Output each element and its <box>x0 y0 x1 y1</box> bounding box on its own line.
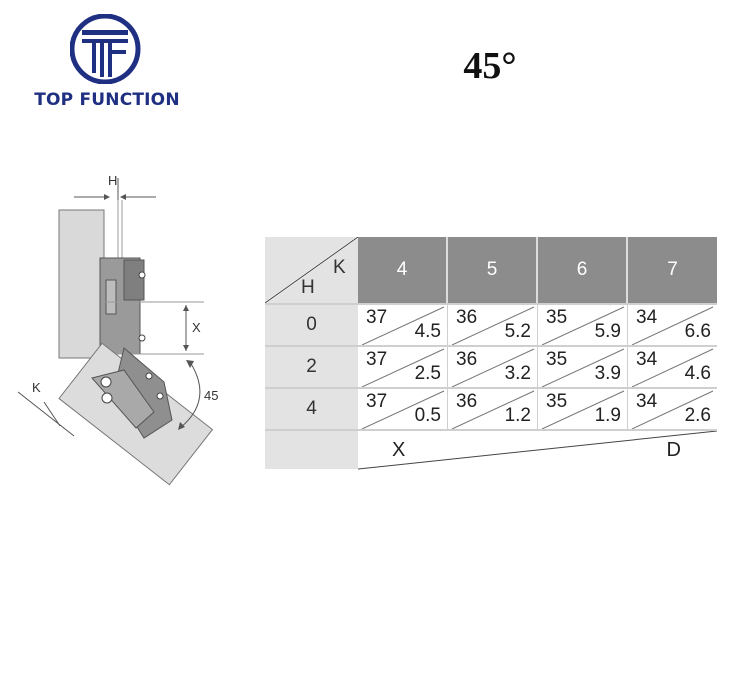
table-cell: 34 2.6 <box>628 387 717 429</box>
cell-x-value: 35 <box>546 307 568 328</box>
page-title: 45° <box>463 45 517 87</box>
table-cell: 34 4.6 <box>628 345 717 387</box>
table-cell: 35 5.9 <box>538 303 628 345</box>
cell-d-value: 2.6 <box>684 405 711 426</box>
angle-label: 45 <box>204 388 218 403</box>
legend-cell: X D <box>358 429 717 470</box>
cell-d-value: 6.6 <box>684 321 711 342</box>
brand-emblem-icon <box>70 14 141 84</box>
cell-x-value: 36 <box>456 349 478 370</box>
hinge-diagram: H X K 45 <box>17 173 218 486</box>
cell-d-value: 5.2 <box>504 321 531 342</box>
cell-d-value: 3.2 <box>504 363 531 384</box>
table-cell: 36 3.2 <box>448 345 538 387</box>
legend-d-label: D <box>666 439 681 461</box>
cell-d-value: 4.6 <box>684 363 711 384</box>
cell-x-value: 35 <box>546 391 568 412</box>
h-dimension-label: H <box>108 173 117 188</box>
x-dimension-label: X <box>192 320 201 335</box>
cell-d-value: 0.5 <box>414 405 441 426</box>
table-cell: 37 0.5 <box>358 387 448 429</box>
corner-k-label: K <box>333 257 346 278</box>
cell-x-value: 34 <box>636 307 658 328</box>
cell-x-value: 35 <box>546 349 568 370</box>
column-header: 5 <box>448 237 538 303</box>
table-corner: K H <box>265 237 358 303</box>
cell-d-value: 2.5 <box>414 363 441 384</box>
cell-x-value: 36 <box>456 391 478 412</box>
cell-d-value: 5.9 <box>594 321 621 342</box>
cell-x-value: 37 <box>366 349 388 370</box>
row-header: 2 <box>265 345 358 387</box>
cell-d-value: 4.5 <box>414 321 441 342</box>
column-header: 6 <box>538 237 628 303</box>
brand-logo: TOP FUNCTION <box>22 14 192 114</box>
cell-x-value: 37 <box>366 307 388 328</box>
cell-x-value: 34 <box>636 349 658 370</box>
brand-name: TOP FUNCTION <box>34 90 180 110</box>
table-cell: 34 6.6 <box>628 303 717 345</box>
column-header: 4 <box>358 237 448 303</box>
row-header: 0 <box>265 303 358 345</box>
cell-x-value: 36 <box>456 307 478 328</box>
cell-x-value: 37 <box>366 391 388 412</box>
row-header: 4 <box>265 387 358 429</box>
cell-d-value: 1.2 <box>504 405 531 426</box>
corner-h-label: H <box>301 277 315 298</box>
table-cell: 36 1.2 <box>448 387 538 429</box>
legend-row-header <box>265 429 358 469</box>
cell-x-value: 34 <box>636 391 658 412</box>
column-header: 7 <box>628 237 717 303</box>
table-cell: 35 3.9 <box>538 345 628 387</box>
table-cell: 37 4.5 <box>358 303 448 345</box>
table-cell: 35 1.9 <box>538 387 628 429</box>
cell-d-value: 3.9 <box>594 363 621 384</box>
k-dimension-label: K <box>32 380 41 395</box>
cell-d-value: 1.9 <box>594 405 621 426</box>
dimension-table: K H 4 5 6 7 0 37 4.5 36 5.2 35 5.9 34 6.… <box>265 237 717 470</box>
table-cell: 36 5.2 <box>448 303 538 345</box>
table-cell: 37 2.5 <box>358 345 448 387</box>
legend-x-label: X <box>392 439 406 461</box>
